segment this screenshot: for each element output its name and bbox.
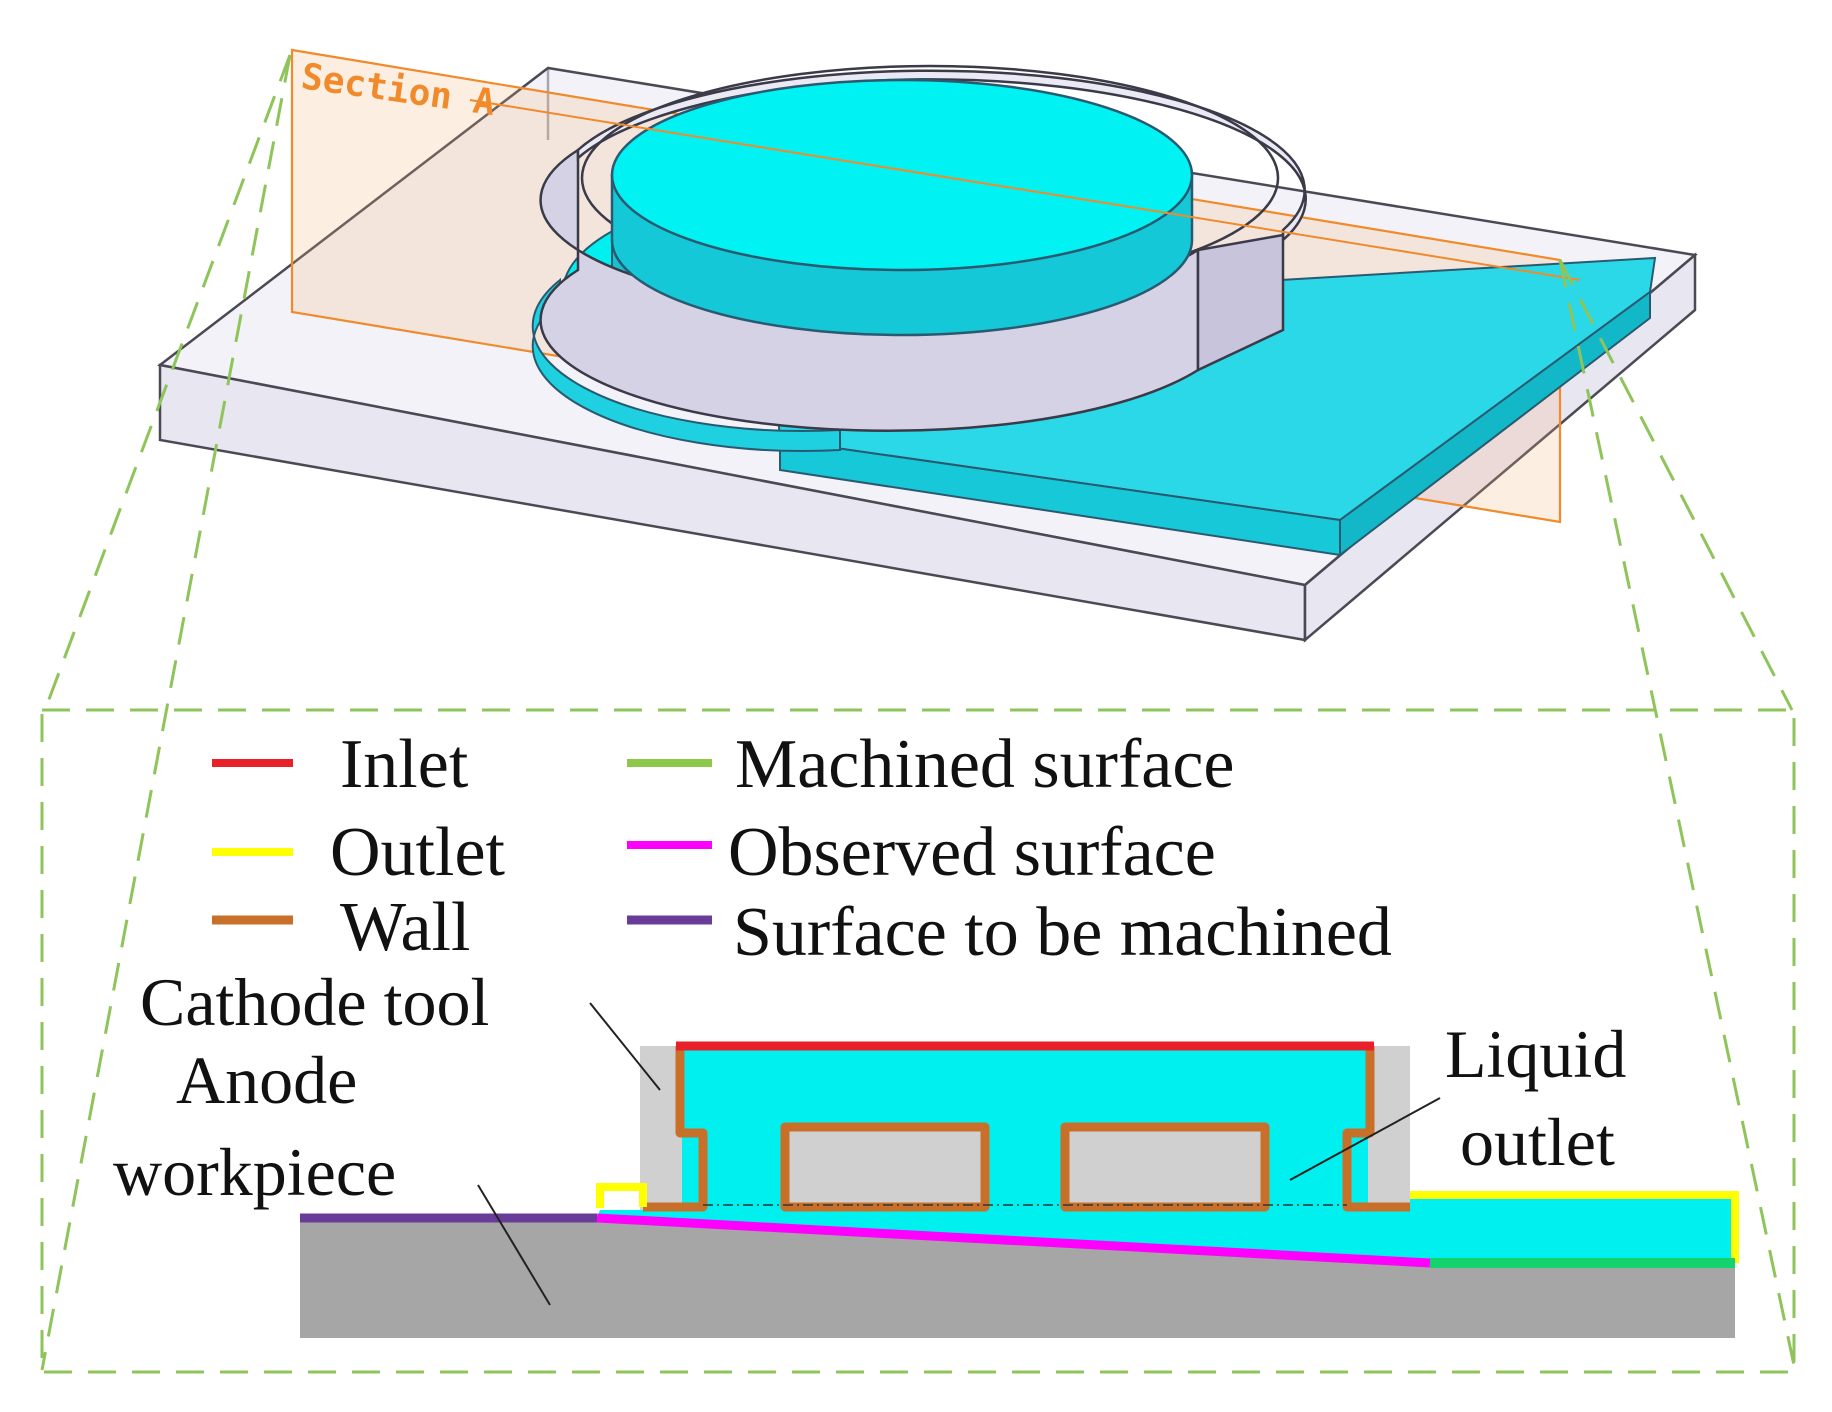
legend-label-machined-surface: Machined surface: [735, 726, 1234, 803]
section-cut-line: [469, 99, 1581, 281]
part-labels: Cathode tool Anode workpiece Liquid outl…: [113, 964, 1626, 1210]
label-anode-line1: Anode: [176, 1042, 357, 1118]
anode-workpiece-body: [300, 1222, 1735, 1338]
wall-boundaries: [643, 1046, 1410, 1212]
cathode-tool-body: [640, 1046, 1410, 1210]
outlet-boundary-right: [1410, 1191, 1739, 1263]
legend-label-surface-to-be-machined: Surface to be machined: [733, 894, 1392, 971]
label-anode-line2: workpiece: [113, 1134, 396, 1210]
section-detail: [300, 1002, 1739, 1338]
label-liquid-line1: Liquid: [1445, 1016, 1626, 1092]
legend-label-outlet: Outlet: [330, 814, 506, 891]
outlet-boundary-left: [596, 1183, 647, 1208]
projection-lines: [40, 54, 1797, 1371]
legend-label-wall: Wall: [340, 889, 470, 966]
leader-lines: [477, 1002, 1441, 1306]
label-liquid-line2: outlet: [1460, 1104, 1615, 1180]
legend-label-observed-surface: Observed surface: [728, 814, 1216, 891]
legend: Inlet Outlet Wall Machined surface Obser…: [212, 726, 1392, 971]
label-cathode-tool: Cathode tool: [140, 964, 489, 1040]
observed-surface-line: [596, 1213, 1431, 1268]
section-detail-frame: [40, 708, 1796, 1374]
ring-front-cap: [1196, 233, 1285, 372]
isometric-model-view: Section A: [157, 48, 1698, 643]
cathode-top-cylinder: [610, 78, 1194, 337]
legend-label-inlet: Inlet: [340, 726, 469, 803]
